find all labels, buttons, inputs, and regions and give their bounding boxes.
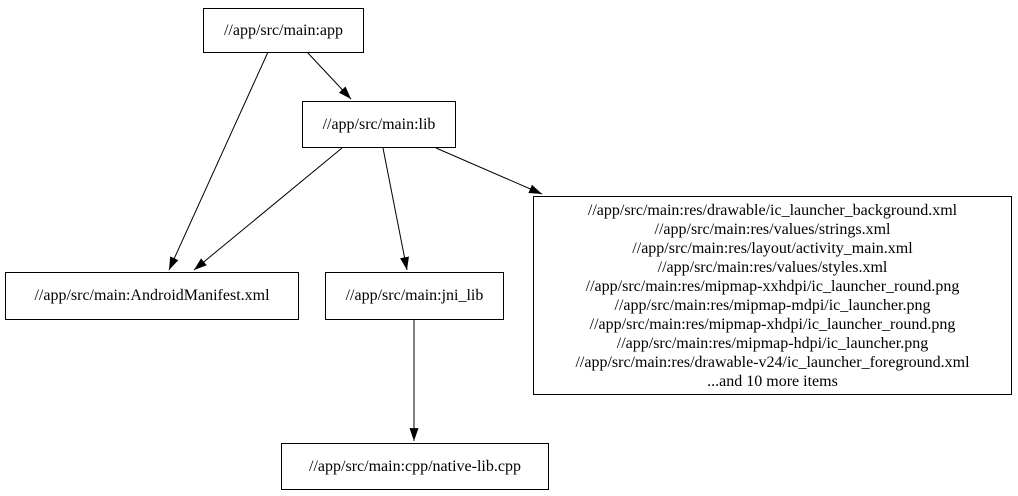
res-file-line: //app/src/main:res/drawable/ic_launcher_… (587, 201, 958, 219)
res-file-line: //app/src/main:res/mipmap-xhdpi/ic_launc… (589, 315, 956, 333)
node-jni-lib: //app/src/main:jni_lib (325, 272, 504, 320)
edge-lib-to-res (435, 147, 543, 195)
res-file-line: //app/src/main:res/mipmap-hdpi/ic_launch… (616, 334, 929, 352)
res-file-line: //app/src/main:res/drawable-v24/ic_launc… (575, 353, 970, 371)
res-file-line: //app/src/main:res/mipmap-xxhdpi/ic_laun… (585, 277, 960, 295)
node-res-file-group: //app/src/main:res/drawable/ic_launcher_… (533, 196, 1012, 395)
node-lib: //app/src/main:lib (302, 101, 456, 148)
edge-lib-to-jni-lib (382, 147, 409, 271)
edge-lib-to-manifest (193, 147, 343, 271)
edge-app-to-manifest (168, 51, 269, 271)
node-android-manifest: //app/src/main:AndroidManifest.xml (5, 272, 299, 320)
res-file-line: //app/src/main:res/layout/activity_main.… (632, 239, 913, 257)
node-native-lib-cpp: //app/src/main:cpp/native-lib.cpp (281, 443, 549, 490)
res-more-items-line: ...and 10 more items (707, 372, 838, 390)
res-file-line: //app/src/main:res/values/strings.xml (654, 220, 891, 238)
node-app: //app/src/main:app (203, 8, 364, 53)
res-file-line: //app/src/main:res/mipmap-mdpi/ic_launch… (614, 296, 931, 314)
edge-app-to-lib (306, 51, 352, 100)
res-file-line: //app/src/main:res/values/styles.xml (657, 258, 888, 276)
